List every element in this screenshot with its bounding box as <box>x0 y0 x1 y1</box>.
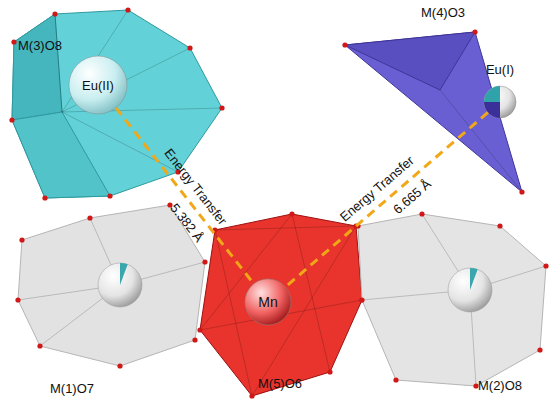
eu-sphere: Eu(I) <box>478 62 522 120</box>
grey-polyhedron-shape <box>16 200 210 400</box>
node-label: M(3)O8 <box>18 39 62 53</box>
blue-triangle: M(4)O3Eu(I) <box>340 2 528 198</box>
node-label: Eu(II) <box>82 79 114 93</box>
distance-label: 6.665 Å <box>391 177 434 217</box>
node-label: Mn <box>258 295 277 310</box>
node-label: M(1)O7 <box>50 382 94 396</box>
node-label: M(5)O6 <box>258 377 302 391</box>
energy-transfer-line <box>116 108 254 284</box>
node-label: Eu(I) <box>486 63 514 77</box>
energy-transfer-line <box>285 112 487 287</box>
eu-sphere: Eu(II) <box>68 55 128 115</box>
red-octahedron: M(5)O6 Mn <box>198 210 366 400</box>
grey-polyhedron-shape <box>352 210 550 400</box>
node-label: M(4)O3 <box>421 6 465 20</box>
node-label: M(2)O8 <box>478 379 522 393</box>
grey-polyhedron: M(1)O7 <box>16 200 210 400</box>
grey-polyhedron: M(2)O8 <box>352 210 550 400</box>
edge-label: Energy Transfer <box>338 154 417 225</box>
mn-sphere: Mn <box>244 278 292 326</box>
